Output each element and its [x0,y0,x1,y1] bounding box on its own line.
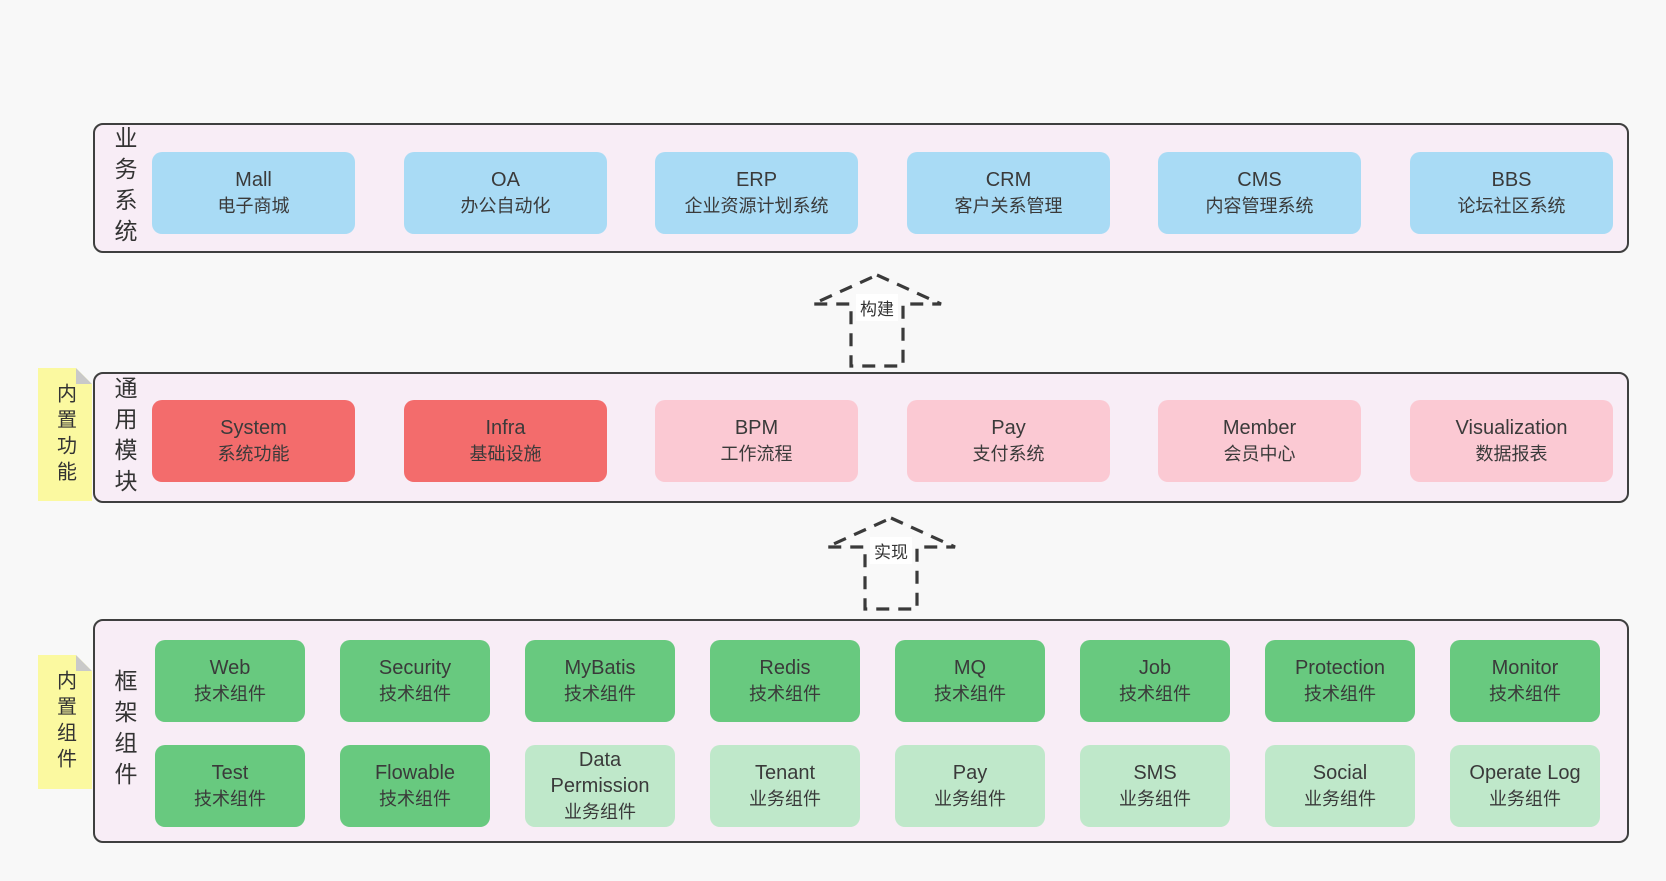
box-subtitle: 业务组件 [1489,789,1561,809]
box-subtitle: 技术组件 [1304,684,1376,704]
folded-corner-icon [76,655,92,671]
framework-components-container: 框架组件 Web 技术组件 Security 技术组件 MyBatis 技术组件… [93,619,1629,843]
box-subtitle: 工作流程 [720,444,793,464]
framework-components-label: 框架组件 [111,669,137,793]
box-subtitle: 技术组件 [379,789,451,809]
folded-corner-icon [76,368,92,384]
box-title: Redis [759,657,811,679]
box-title: Flowable [374,762,456,784]
box-subtitle: 技术组件 [194,789,266,809]
box-subtitle: 技术组件 [379,684,451,704]
box-title: Pay [991,417,1026,439]
box-title: Test [211,762,249,784]
box-title: Job [1138,657,1172,679]
box-subtitle: 业务组件 [1119,789,1191,809]
build-arrow-label: 构建 [856,294,898,321]
component-box-social: Social 业务组件 [1265,745,1415,827]
box-subtitle: 技术组件 [194,684,266,704]
box-title: System [220,417,287,439]
box-title: Visualization [1455,417,1568,439]
component-box-job: Job 技术组件 [1080,640,1230,722]
component-box-data-permission: Data Permission 业务组件 [525,745,675,827]
box-title: MQ [953,657,987,679]
component-box-redis: Redis 技术组件 [710,640,860,722]
implement-arrow: 实现 [824,515,958,612]
box-title: BPM [734,417,779,439]
business-box-mall: Mall 电子商城 [152,152,355,234]
box-title: Infra [485,417,526,439]
box-subtitle: 内容管理系统 [1205,196,1314,216]
box-title: Data Permission [550,749,650,797]
built-in-components-note: 内置组件 [38,655,92,789]
common-modules-container: 通用模块 System 系统功能 Infra 基础设施 BPM 工作流程 Pay… [93,372,1629,503]
component-box-monitor: Monitor 技术组件 [1450,640,1600,722]
build-arrow: 构建 [810,272,944,369]
component-box-test: Test 技术组件 [155,745,305,827]
box-subtitle: 技术组件 [934,684,1006,704]
module-box-pay: Pay 支付系统 [907,400,1110,482]
box-title: MyBatis [564,657,636,679]
box-title: ERP [735,169,778,191]
component-box-pay: Pay 业务组件 [895,745,1045,827]
box-subtitle: 企业资源计划系统 [684,196,829,216]
component-box-flowable: Flowable 技术组件 [340,745,490,827]
box-title: Mall [235,169,272,191]
business-systems-container: 业务系统 Mall 电子商城 OA 办公自动化 ERP 企业资源计划系统 CRM… [93,123,1629,253]
built-in-features-note: 内置功能 [38,368,92,501]
box-title: CMS [1237,169,1282,191]
box-title: Operate Log [1469,762,1581,784]
box-title: Web [209,657,251,679]
box-subtitle: 基础设施 [469,444,542,464]
box-subtitle: 系统功能 [217,444,290,464]
component-box-mq: MQ 技术组件 [895,640,1045,722]
box-subtitle: 技术组件 [749,684,821,704]
box-title: Protection [1294,657,1386,679]
box-subtitle: 业务组件 [564,802,636,822]
box-title: Social [1312,762,1368,784]
box-title: Security [378,657,452,679]
implement-arrow-label: 实现 [870,537,912,564]
box-subtitle: 论坛社区系统 [1457,196,1566,216]
component-box-security: Security 技术组件 [340,640,490,722]
component-box-operate-log: Operate Log 业务组件 [1450,745,1600,827]
box-title: Pay [952,762,988,784]
business-box-oa: OA 办公自动化 [404,152,607,234]
business-box-erp: ERP 企业资源计划系统 [655,152,858,234]
box-subtitle: 技术组件 [1489,684,1561,704]
module-box-member: Member 会员中心 [1158,400,1361,482]
box-title: Monitor [1491,657,1559,679]
box-title: OA [491,169,520,191]
box-subtitle: 客户关系管理 [954,196,1063,216]
module-box-bpm: BPM 工作流程 [655,400,858,482]
business-box-crm: CRM 客户关系管理 [907,152,1110,234]
component-box-web: Web 技术组件 [155,640,305,722]
module-box-system: System 系统功能 [152,400,355,482]
module-box-visualization: Visualization 数据报表 [1410,400,1613,482]
box-subtitle: 技术组件 [564,684,636,704]
component-box-sms: SMS 业务组件 [1080,745,1230,827]
box-subtitle: 电子商城 [217,196,290,216]
module-box-infra: Infra 基础设施 [404,400,607,482]
business-box-bbs: BBS 论坛社区系统 [1410,152,1613,234]
box-subtitle: 支付系统 [972,444,1045,464]
box-title: BBS [1491,169,1532,191]
business-systems-label: 业务系统 [111,126,137,250]
box-title: CRM [985,169,1032,191]
box-subtitle: 数据报表 [1475,444,1548,464]
box-subtitle: 业务组件 [934,789,1006,809]
box-subtitle: 业务组件 [1304,789,1376,809]
business-box-cms: CMS 内容管理系统 [1158,152,1361,234]
box-subtitle: 业务组件 [749,789,821,809]
box-title: Member [1222,417,1297,439]
component-box-tenant: Tenant 业务组件 [710,745,860,827]
box-title: Tenant [754,762,816,784]
component-box-protection: Protection 技术组件 [1265,640,1415,722]
component-box-mybatis: MyBatis 技术组件 [525,640,675,722]
box-subtitle: 技术组件 [1119,684,1191,704]
box-subtitle: 会员中心 [1223,444,1296,464]
box-title: SMS [1133,762,1177,784]
box-subtitle: 办公自动化 [460,196,551,216]
common-modules-label: 通用模块 [111,375,137,500]
